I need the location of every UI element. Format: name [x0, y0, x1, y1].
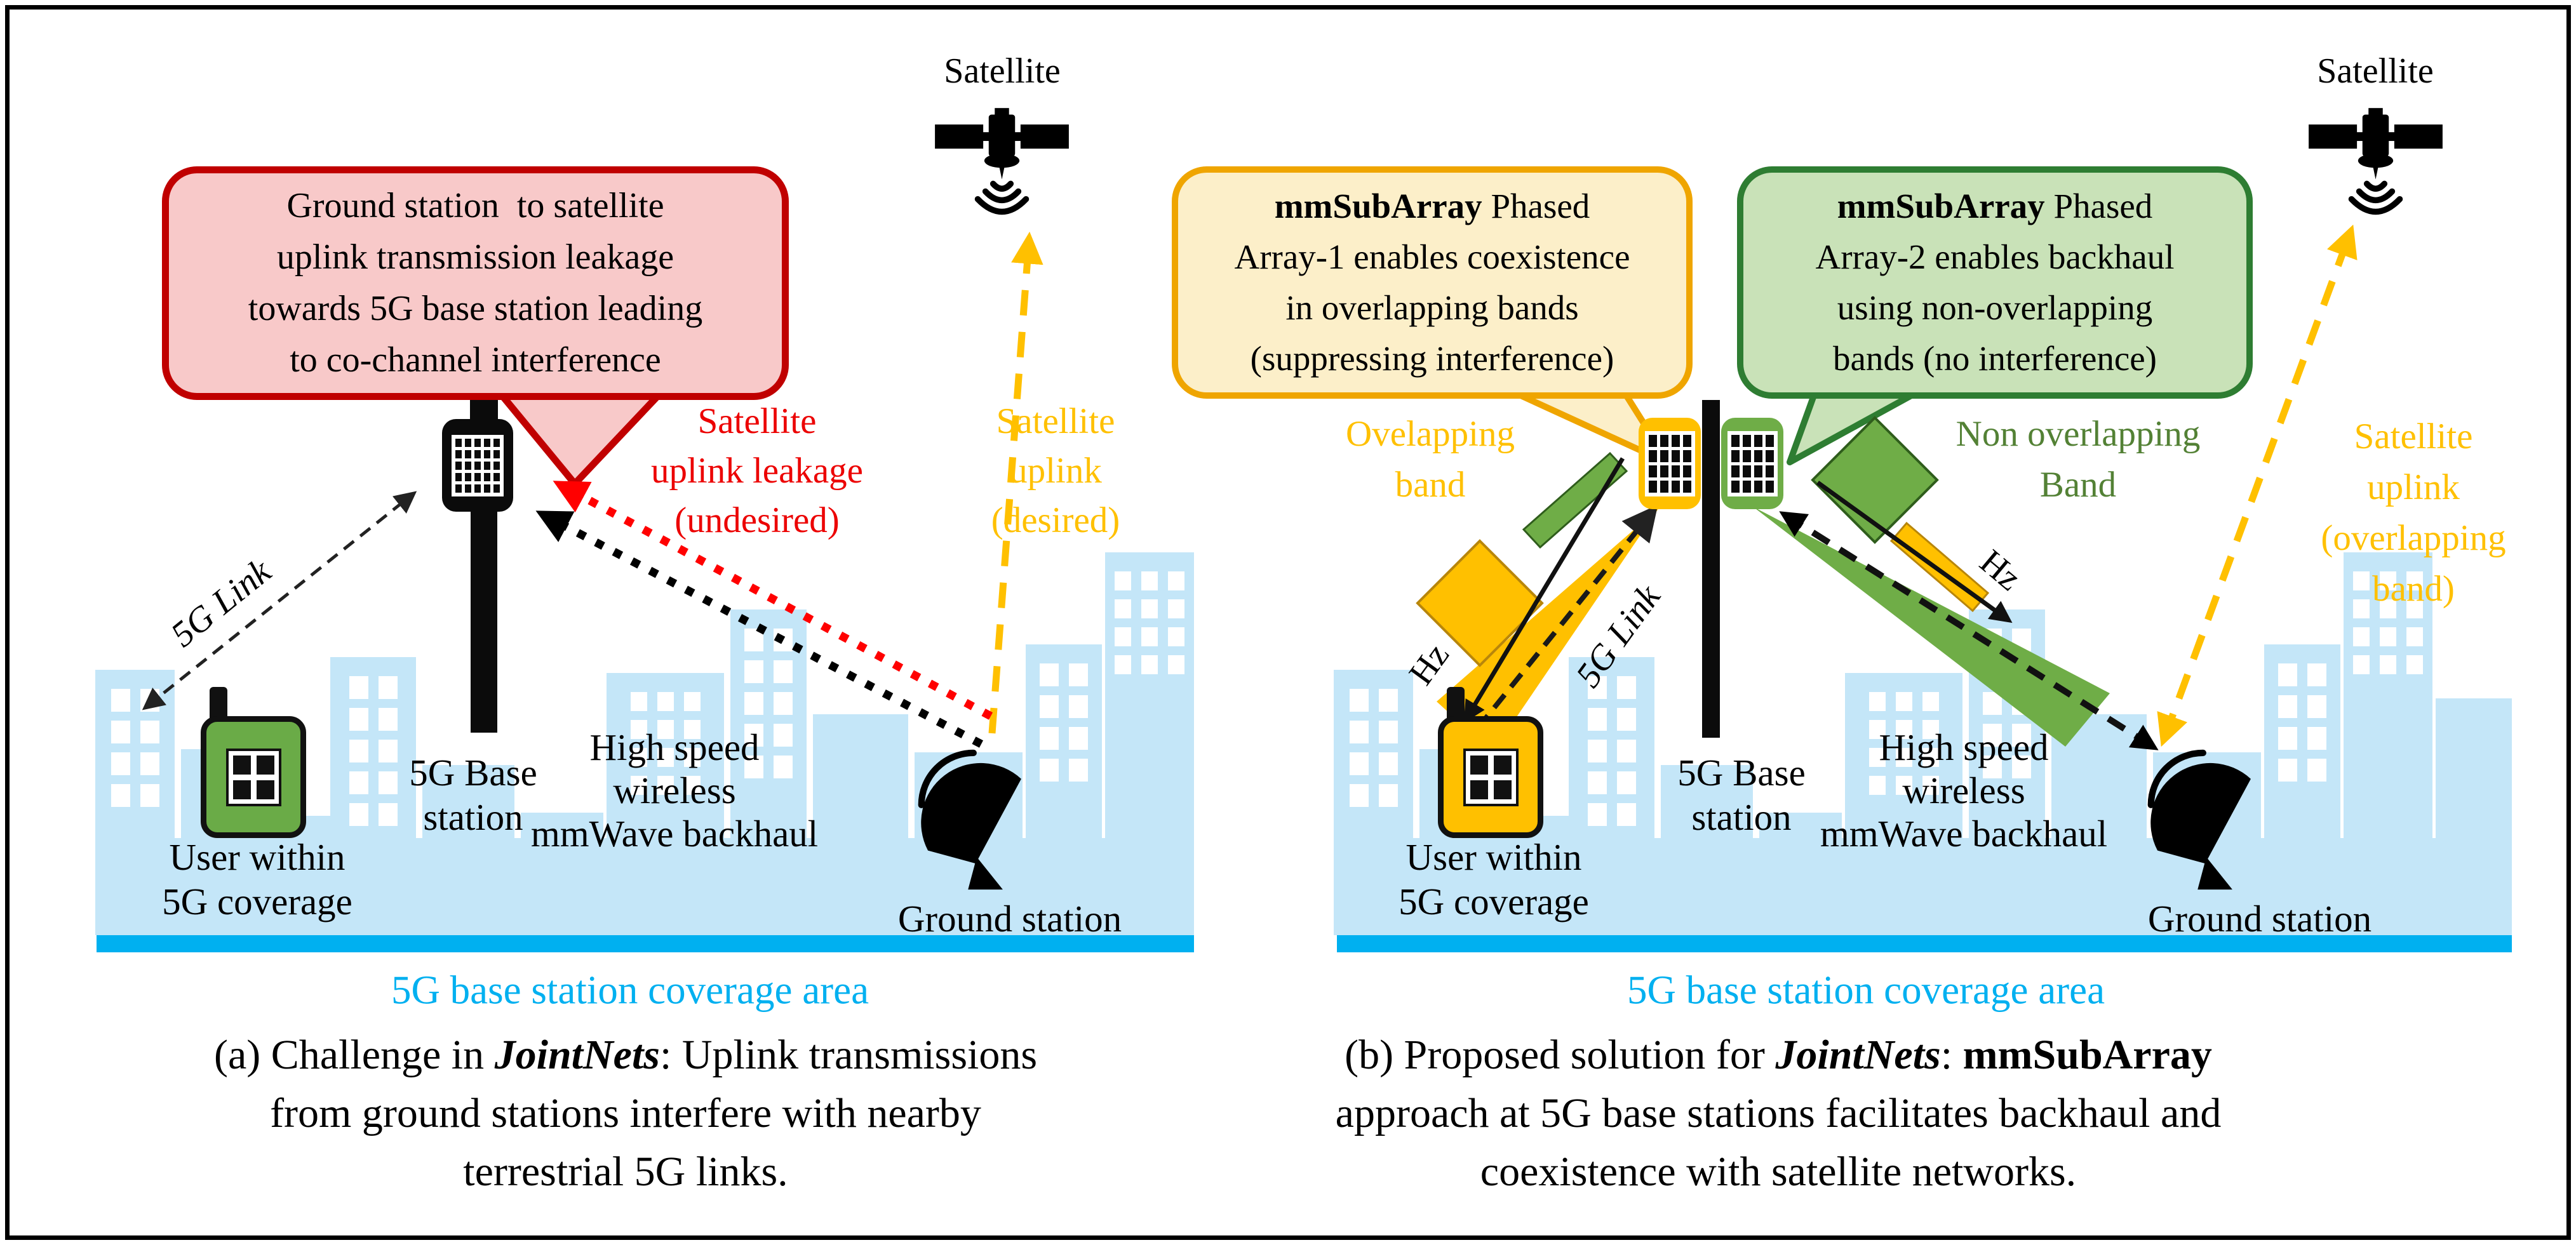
antenna-grid [1727, 430, 1778, 496]
callout-line: Ground station to satellite [286, 186, 664, 225]
callout-line: Array-1 enables coexistence [1234, 237, 1630, 276]
user-label-a: User within 5G coverage [162, 836, 352, 922]
callout-line: to co-channel interference [290, 340, 661, 380]
caption-a: (a) Challenge in JointNets: Uplink trans… [213, 1032, 1038, 1195]
challenge-callout: Ground station to satellite uplink trans… [162, 166, 789, 400]
callout-line: (suppressing interference) [1250, 339, 1614, 378]
satellite-icon [2309, 108, 2443, 211]
5g-link-arrow-b [1454, 504, 1658, 758]
callout-line: using non-overlapping [1837, 288, 2153, 327]
base-station-label-b: 5G Base station [1677, 752, 1806, 838]
phased-array2-icon [1721, 418, 1783, 509]
backhaul-arrow-a [535, 510, 984, 748]
caption-b: (b) Proposed solution for JointNets: mmS… [1335, 1032, 2222, 1195]
phone-icon-b [1438, 716, 1543, 838]
city-skyline-b [1334, 552, 2512, 935]
callout-line: uplink transmission leakage [276, 237, 674, 277]
green-beam [1753, 507, 2110, 747]
user-label-b: User within 5G coverage [1399, 836, 1589, 922]
satellite-uplink-label-a: Satellite uplink (desired) [991, 401, 1120, 540]
base-station-pole-b [1702, 400, 1720, 738]
coverage-caption-a: 5G base station coverage area [391, 968, 869, 1013]
callout-line: Array-2 enables backhaul [1815, 237, 2175, 276]
5g-link-arrow-a [142, 491, 417, 710]
backhaul-label-a: High speed wireless mmWave backhaul [530, 726, 819, 855]
callout-line: in overlapping bands [1285, 288, 1579, 327]
coverage-caption-b: 5G base station coverage area [1627, 968, 2105, 1013]
phone-icon-a [201, 716, 306, 838]
coverage-bar-b [1337, 935, 2512, 952]
satellite-uplink-label-b: Satellite uplink (overlapping band) [2321, 416, 2506, 609]
ground-mass [1334, 838, 2512, 935]
callout-line: towards 5G base station leading [248, 289, 703, 328]
phone-screen [225, 748, 281, 806]
ground-station-dish-icon [2150, 753, 2251, 889]
backhaul-arrow-b [1779, 511, 2159, 750]
phone-screen [1463, 748, 1519, 806]
phased-array1-icon [1639, 418, 1701, 509]
base-station-panel-icon [442, 419, 513, 512]
non-overlapping-band-label: Non overlapping Band [1955, 414, 2201, 505]
antenna-grid [452, 434, 504, 496]
backhaul-label-b: High speed wireless mmWave backhaul [1820, 726, 2108, 855]
callout-line: mmSubArray Phased [1274, 187, 1590, 225]
callout-line: mmSubArray Phased [1837, 187, 2153, 225]
base-station-pole-a [471, 509, 497, 733]
city-skyline-a [0, 0, 1245, 935]
ground-mass [95, 838, 1194, 935]
ground-station-label-a: Ground station [897, 898, 1122, 940]
callout-line: bands (no interference) [1832, 339, 2157, 378]
leakage-label: Satellite uplink leakage (undesired) [651, 401, 863, 540]
antenna-grid [1644, 430, 1695, 496]
base-station-label-a: 5G Base station [409, 752, 537, 838]
satellite-label-b: Satellite [2317, 51, 2434, 91]
ground-station-dish-icon [921, 753, 1021, 889]
subarray1-callout: mmSubArray Phased Array-1 enables coexis… [1172, 166, 1693, 399]
coverage-bar-a [97, 935, 1194, 952]
satellite-uplink-arrow-b [2157, 224, 2358, 747]
overlapping-band-label: Ovelapping band [1346, 414, 1515, 505]
satellite-icon [935, 108, 1069, 211]
ground-station-label-b: Ground station [2147, 898, 2372, 940]
spectrum-bar-green [1522, 451, 1628, 549]
subarray2-callout: mmSubArray Phased Array-2 enables backha… [1737, 166, 2253, 399]
satellite-label-a: Satellite [944, 51, 1061, 91]
